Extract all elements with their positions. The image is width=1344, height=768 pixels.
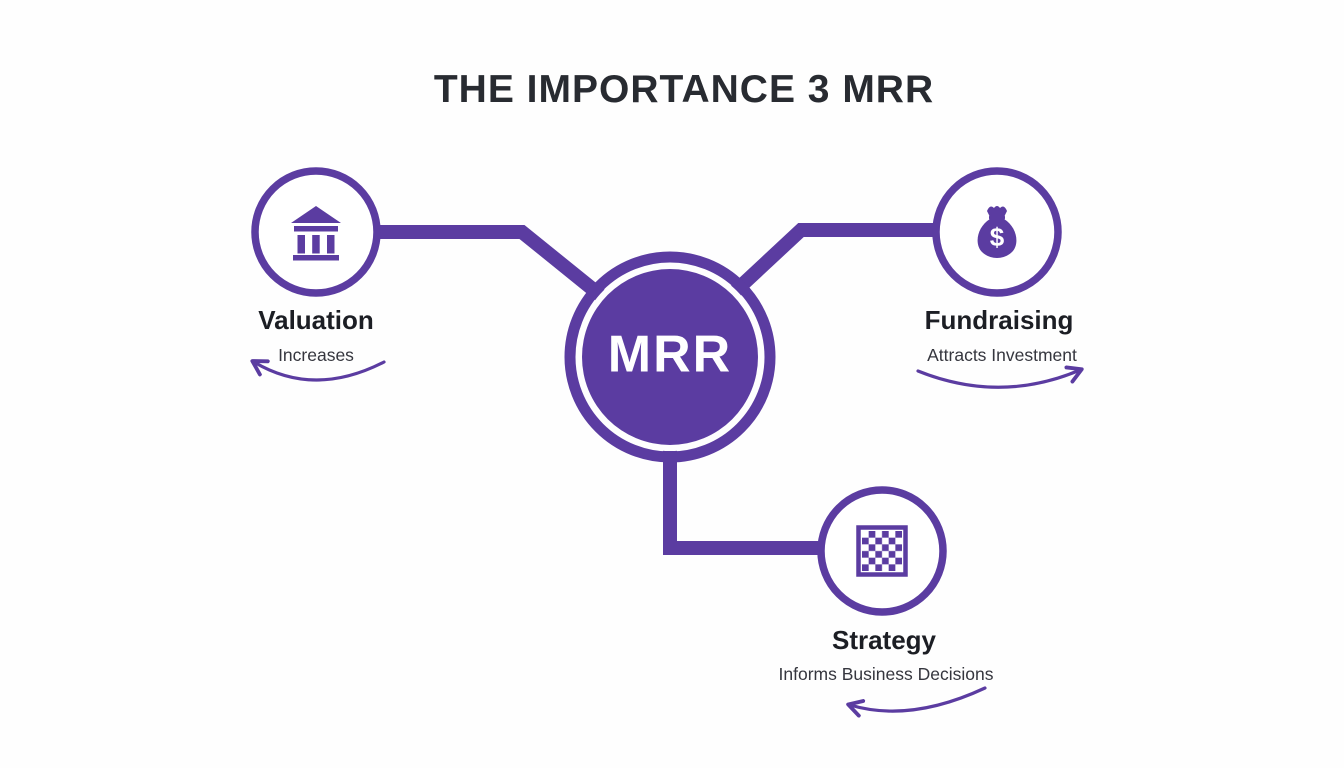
mrr-center-label: MRR [607, 325, 733, 384]
connector-valuation [316, 225, 621, 314]
connector-strategy [663, 440, 882, 555]
valuation-circle [251, 167, 381, 297]
mrr-hub-outer-ring [564, 251, 776, 463]
connector-fundraising [723, 223, 997, 304]
mrr-hub [564, 251, 776, 463]
page-title: THE IMPORTANCE 3 MRR [433, 68, 935, 111]
fundraising-label: Fundraising [924, 305, 1074, 335]
chessboard-icon [856, 525, 908, 577]
strategy-node [817, 486, 947, 616]
dollar-glyph: $ [990, 222, 1005, 252]
money-bag-icon: $ [977, 206, 1017, 258]
mrr-hub-circle [582, 269, 758, 445]
fundraising-arrow [916, 365, 1084, 389]
strategy-label: Strategy [831, 625, 937, 655]
valuation-node [251, 167, 381, 297]
strategy-sublabel: Informs Business Decisions [778, 664, 994, 684]
fundraising-node: $ [932, 167, 1062, 297]
strategy-arrow [846, 686, 987, 718]
valuation-label: Valuation [258, 305, 374, 335]
bank-icon [291, 206, 341, 261]
fundraising-sublabel: Attracts Investment [927, 345, 1077, 365]
valuation-sublabel: Increases [278, 345, 354, 365]
valuation-arrow [250, 359, 386, 382]
